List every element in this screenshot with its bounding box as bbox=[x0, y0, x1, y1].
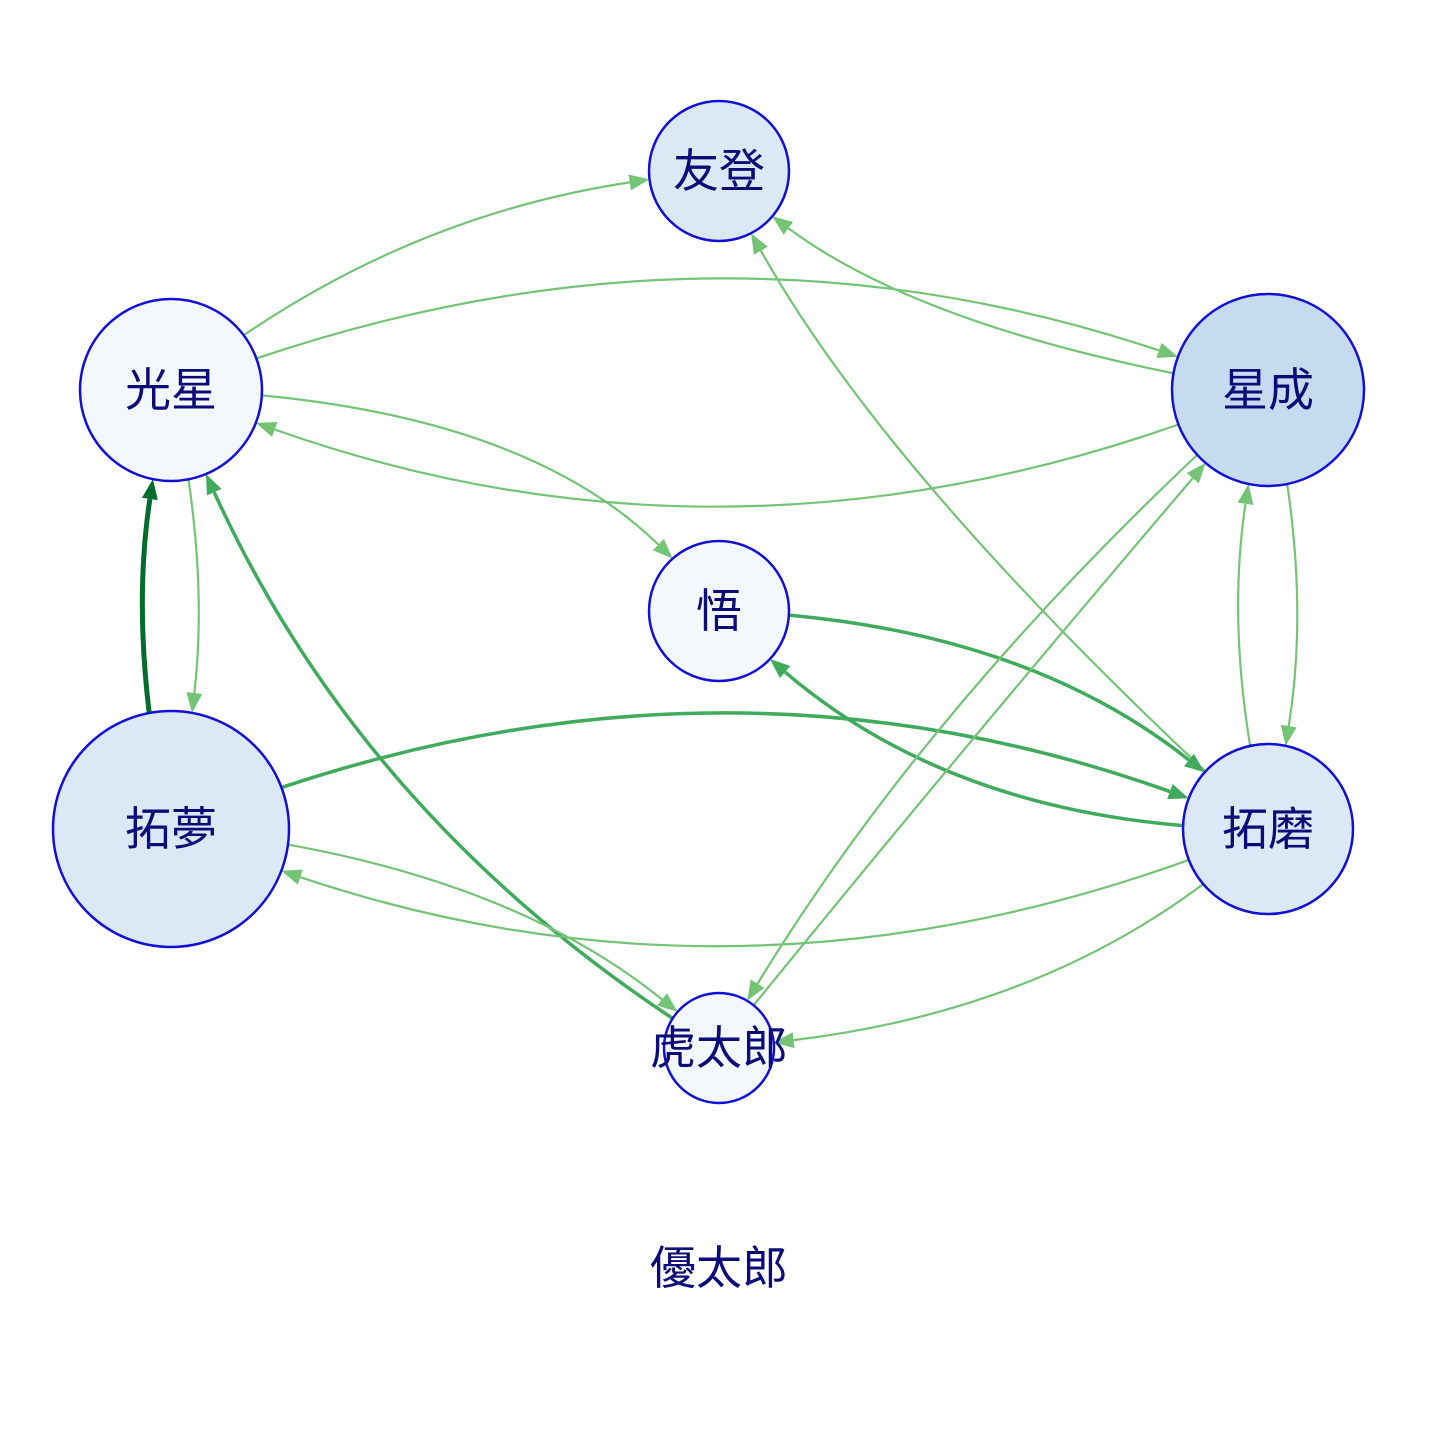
node-label-tomo: 友登 bbox=[673, 144, 765, 198]
edge-takuma-to-seina bbox=[1237, 503, 1252, 747]
node-label-takuma: 拓磨 bbox=[1222, 802, 1314, 856]
arrowhead-takuma-to-seina bbox=[1237, 483, 1254, 505]
edge-takuma-to-satoru bbox=[783, 670, 1184, 828]
node-circle-tomo[interactable] bbox=[647, 99, 791, 243]
node-circle-kotaro[interactable] bbox=[662, 991, 776, 1105]
node-kosei[interactable]: 光星 bbox=[78, 297, 264, 483]
edge-takuma-to-tomo bbox=[759, 250, 1207, 773]
node-label-yutaro: 優太郎 bbox=[650, 1241, 788, 1295]
edge-kosei-to-satoru bbox=[261, 394, 660, 546]
node-circle-seina[interactable] bbox=[1170, 292, 1366, 488]
edge-takuma-to-kotaro bbox=[793, 883, 1204, 1042]
arrowhead-kotaro-to-kosei bbox=[205, 474, 222, 496]
node-seina[interactable]: 星成 bbox=[1170, 292, 1366, 488]
edge-kosei-to-tomo bbox=[243, 181, 630, 337]
node-label-takumu: 拓夢 bbox=[125, 802, 217, 856]
arrowhead-takumu-to-kotaro bbox=[656, 993, 678, 1012]
node-circle-satoru[interactable] bbox=[647, 539, 791, 683]
node-takumu[interactable]: 拓夢 bbox=[51, 709, 291, 949]
edge-kosei-to-seina bbox=[256, 277, 1160, 360]
node-satoru[interactable]: 悟 bbox=[647, 539, 791, 683]
node-label-seina: 星成 bbox=[1222, 363, 1314, 417]
arrowhead-kosei-to-satoru bbox=[652, 538, 673, 559]
edge-takumu-to-kotaro bbox=[287, 843, 663, 1001]
node-label-kosei: 光星 bbox=[125, 363, 217, 417]
node-label-satoru: 悟 bbox=[696, 584, 742, 638]
node-kotaro[interactable]: 虎太郎 bbox=[650, 991, 788, 1105]
arrowhead-satoru-to-takuma bbox=[1183, 753, 1205, 773]
arrowhead-seina-to-takuma bbox=[1280, 724, 1297, 746]
edge-takuma-to-takumu bbox=[299, 858, 1190, 948]
edge-seina-to-tomo bbox=[787, 227, 1174, 375]
arrowhead-takumu-to-kosei bbox=[141, 479, 158, 501]
node-yutaro[interactable]: 優太郎 bbox=[650, 1241, 788, 1295]
node-circle-takuma[interactable] bbox=[1181, 742, 1355, 916]
edge-kosei-to-takumu bbox=[187, 479, 200, 694]
node-circle-takumu[interactable] bbox=[51, 709, 291, 949]
edge-takumu-to-takuma bbox=[280, 711, 1171, 794]
edge-seina-to-kosei bbox=[274, 423, 1179, 508]
edge-kotaro-to-seina bbox=[752, 477, 1194, 1006]
arrowhead-takumu-to-takuma bbox=[1167, 784, 1189, 800]
arrowhead-seina-to-kosei bbox=[255, 421, 278, 438]
edge-seina-to-kotaro bbox=[756, 454, 1198, 985]
node-label-kotaro: 虎太郎 bbox=[650, 1021, 788, 1075]
edge-satoru-to-takuma bbox=[788, 613, 1191, 762]
edge-takumu-to-kosei bbox=[139, 498, 153, 714]
arrowhead-kosei-to-seina bbox=[1156, 342, 1178, 359]
arrowhead-kotaro-to-seina bbox=[1186, 463, 1206, 484]
node-circle-kosei[interactable] bbox=[78, 297, 264, 483]
arrowhead-kosei-to-tomo bbox=[628, 174, 650, 191]
node-tomo[interactable]: 友登 bbox=[647, 99, 791, 243]
arrowhead-kosei-to-takumu bbox=[186, 692, 203, 713]
arrowhead-takuma-to-satoru bbox=[769, 659, 791, 679]
edge-seina-to-takuma bbox=[1286, 483, 1299, 727]
arrowhead-takuma-to-takumu bbox=[281, 869, 303, 885]
edges-layer bbox=[139, 174, 1299, 1049]
arrowhead-seina-to-tomo bbox=[772, 216, 794, 235]
arrowhead-takuma-to-tomo bbox=[751, 233, 768, 255]
arrowhead-takuma-to-kotaro bbox=[773, 1032, 795, 1049]
edge-kotaro-to-kosei bbox=[212, 491, 674, 1020]
node-takuma[interactable]: 拓磨 bbox=[1181, 742, 1355, 916]
arrowhead-seina-to-kotaro bbox=[747, 979, 765, 1001]
